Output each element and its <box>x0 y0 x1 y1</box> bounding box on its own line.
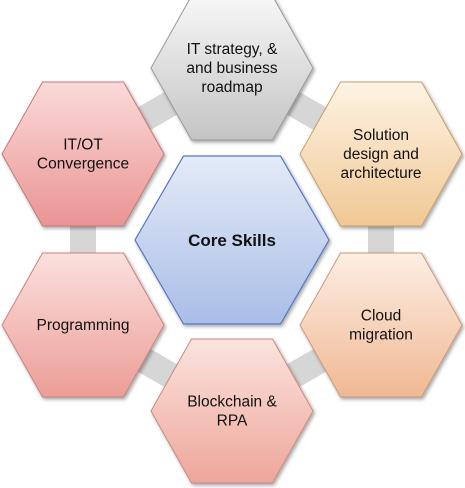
hexagon-label-line: design and <box>343 146 419 163</box>
hexagon-label-line: architecture <box>341 165 422 182</box>
hexagon-label-line: roadmap <box>201 79 262 96</box>
hexagon-it-strategy: IT strategy, & and business roadmap <box>150 0 314 141</box>
hexagon-shape <box>299 252 463 398</box>
hexagon-core-skills: Core Skills <box>134 155 330 325</box>
hexagon-shape <box>299 81 463 227</box>
hexagon-label-line: Convergence <box>37 156 129 173</box>
hexagon-label-line: Cloud <box>361 308 402 325</box>
hexagon-label: Blockchain & RPA <box>187 394 277 430</box>
hexagon-label: IT/OT Convergence <box>37 137 129 173</box>
hexagon-label-line: IT strategy, & <box>187 41 278 58</box>
hexagon-label-line: Programming <box>36 317 129 334</box>
hexagon-label-line: IT/OT <box>63 137 103 154</box>
hexagon-shape <box>134 155 330 325</box>
hexagon-label: Programming <box>36 317 129 334</box>
hexagon-shape <box>1 81 165 227</box>
hexagon-solution-design: Solution design and architecture <box>299 81 463 227</box>
hexagon-shape <box>1 252 165 398</box>
hexagon-label: Solution design and architecture <box>341 127 422 182</box>
center-label: Core Skills <box>188 231 276 250</box>
hexagon-label-line: and business <box>186 60 278 77</box>
hexagon-label: Cloud migration <box>349 308 413 344</box>
hexagon-shape <box>150 338 314 484</box>
hexagon-programming: Programming <box>1 252 165 398</box>
center-hexagon-group: Core Skills <box>134 155 330 325</box>
hexagon-cloud-migration: Cloud migration <box>299 252 463 398</box>
hexagon-label-line: migration <box>349 327 413 344</box>
hexagon-blockchain-rpa: Blockchain & RPA <box>150 338 314 484</box>
hexagon-it-ot-convergence: IT/OT Convergence <box>1 81 165 227</box>
hexagon-label-line: RPA <box>217 413 248 430</box>
hexagon-shape <box>150 0 314 141</box>
hexagon-label-line: Solution <box>353 127 409 144</box>
hexagon-label: IT strategy, & and business roadmap <box>186 41 278 96</box>
hexagon-label-line: Blockchain & <box>187 394 277 411</box>
